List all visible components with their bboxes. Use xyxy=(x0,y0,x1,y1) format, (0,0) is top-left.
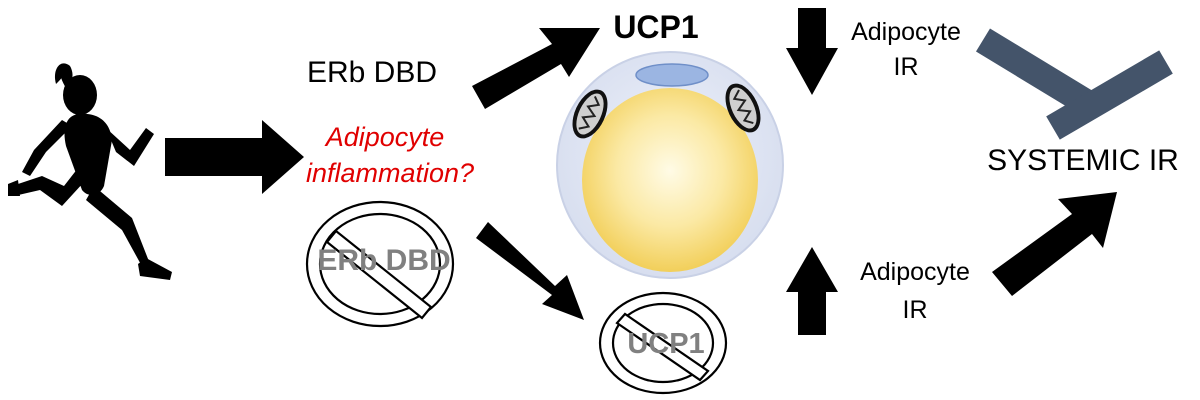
prohibition-icon xyxy=(305,200,455,328)
up-arrow xyxy=(786,247,838,335)
adipocyte-ir-top-line2: IR xyxy=(894,53,919,81)
mitochondrion-left xyxy=(572,89,608,139)
adipocyte-cell xyxy=(556,51,784,279)
ucp1-label: UCP1 xyxy=(613,9,698,45)
arrow-blocked-erb-to-blocked-ucp1 xyxy=(476,222,584,320)
erb-dbd-blocked-label: ERb DBD xyxy=(317,244,450,277)
adipocyte-ir-top-line1: Adipocyte xyxy=(851,18,961,46)
prohibition-icon xyxy=(598,291,728,395)
nucleus xyxy=(635,63,709,87)
inhibition-bar xyxy=(975,28,1173,140)
adipocyte-ir-bottom-line1: Adipocyte xyxy=(860,258,970,286)
systemic-ir-label: SYSTEMIC IR xyxy=(987,144,1179,177)
arrow-to-systemic-ir xyxy=(992,192,1117,296)
arrow-runner-to-erb xyxy=(165,120,304,194)
running-person-icon xyxy=(8,63,172,280)
erb-dbd-label: ERb DBD xyxy=(307,56,437,89)
question-label-line1: Adipocyte xyxy=(324,122,445,152)
question-label-line2: inflammation? xyxy=(306,158,474,188)
lipid-droplet xyxy=(582,88,758,272)
arrow-erb-to-ucp1 xyxy=(472,28,600,109)
adipocyte-ir-bottom-line2: IR xyxy=(903,296,928,324)
down-arrow xyxy=(786,8,838,95)
mitochondrion-right xyxy=(725,83,761,133)
ucp1-blocked-label: UCP1 xyxy=(627,328,704,360)
